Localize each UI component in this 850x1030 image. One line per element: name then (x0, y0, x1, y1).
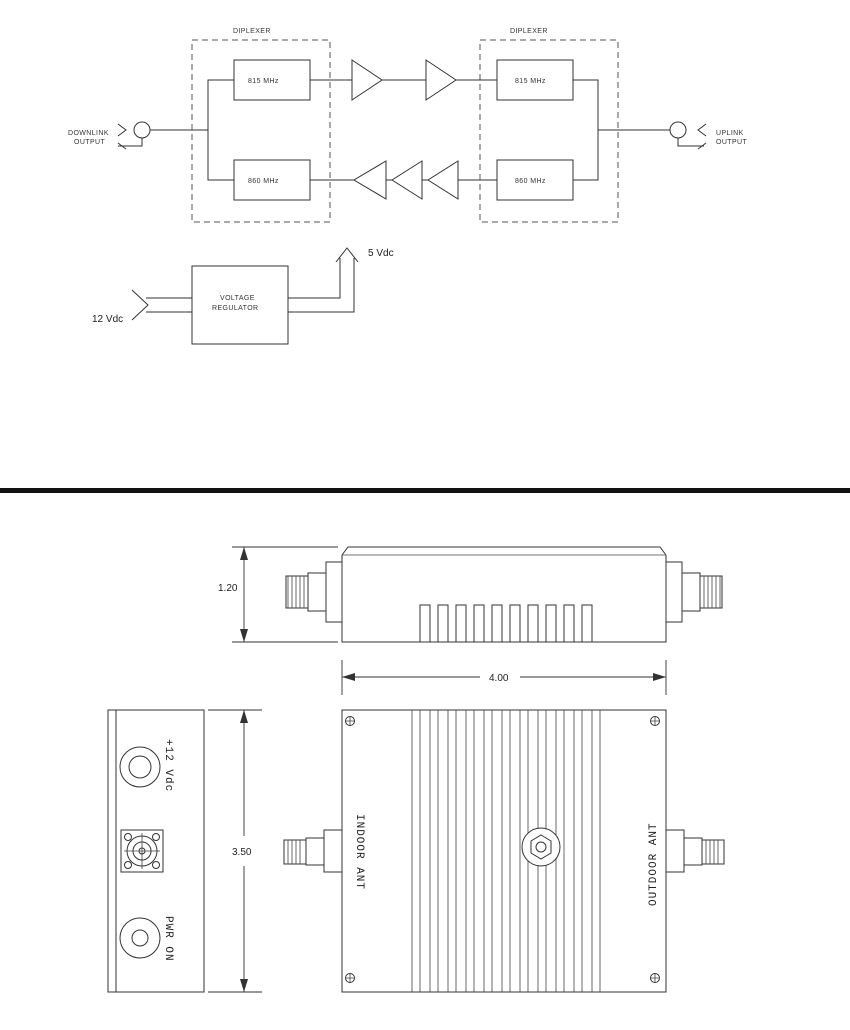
section-divider (0, 488, 850, 493)
output-arrow-icon (336, 248, 358, 262)
voltage-regulator: VOLTAGE REGULATOR 12 Vdc 5 Vdc (92, 248, 394, 344)
amplifier-triangle (392, 161, 422, 199)
diplexer-left-outline (192, 40, 330, 222)
amplifier-triangle (426, 60, 456, 100)
amplifier-triangle (354, 161, 386, 199)
connector-flange (666, 830, 684, 872)
connector-threads (288, 840, 300, 864)
side-view-top-edge (342, 547, 666, 555)
ground-lead (118, 138, 142, 146)
outdoor-ant-connector (666, 830, 724, 872)
indoor-ant-connector (284, 830, 342, 872)
top-view: INDOOR ANT OUTDOOR ANT (284, 710, 724, 992)
connector-threads (288, 576, 304, 608)
mounting-screw-icon (345, 973, 355, 983)
filter-815-right-label: 815 MHz (515, 78, 546, 85)
connector-hex-nut (306, 838, 324, 865)
input-arrow-icon (132, 290, 148, 320)
width-dimension: 3.50 (208, 710, 262, 992)
downlink-connector: DOWNLINK OUTPUT (68, 122, 208, 149)
amplifier-triangle (352, 60, 382, 100)
power-jack-label: +12 Vdc (162, 739, 174, 792)
side-view-body (342, 555, 666, 642)
connector-body (286, 576, 308, 608)
connector-chevron-icon (118, 124, 126, 136)
connector-body (700, 576, 722, 608)
coax-connector-icon (670, 122, 686, 138)
filter-815-left-label: 815 MHz (248, 78, 279, 85)
connector-flange (326, 562, 342, 622)
power-jack-icon (120, 747, 160, 787)
side-view: 1.20 (218, 547, 722, 642)
height-dimension: 1.20 (218, 547, 338, 642)
length-dimension: 4.00 (342, 660, 666, 695)
top-view-body (342, 710, 666, 992)
extension-lines (232, 547, 338, 642)
length-dimension-label: 4.00 (489, 673, 509, 684)
output-voltage-label: 5 Vdc (368, 248, 394, 259)
amplifier-triangle (428, 161, 458, 199)
diplexer-right: DIPLEXER 815 MHz 860 MHz (480, 28, 618, 222)
diplexer-left: DIPLEXER 815 MHz 860 MHz (192, 28, 330, 222)
connector-body (284, 840, 306, 864)
mounting-screw-icon (345, 716, 355, 726)
input-bus-lines (146, 298, 192, 312)
outdoor-ant-label: OUTDOOR ANT (648, 822, 660, 906)
mounting-screw-icon (650, 716, 660, 726)
coax-connector-icon (134, 122, 150, 138)
end-panel-view: +12 Vdc PWR ON 3.50 (108, 710, 262, 992)
mounting-screw-icon (650, 973, 660, 983)
power-led-icon (120, 918, 160, 958)
indoor-ant-label: INDOOR ANT (353, 814, 365, 890)
connector-hex-nut (682, 573, 700, 611)
diplexer-right-label: DIPLEXER (510, 28, 548, 35)
downlink-label: DOWNLINK (68, 130, 109, 137)
heatsink-fin-lines (412, 710, 600, 992)
ground-lead (678, 138, 704, 146)
connector-chevron-icon (698, 124, 706, 136)
diplexer-right-common-line (573, 80, 598, 180)
connector-threads (704, 576, 720, 608)
connector-hex-nut (684, 838, 702, 865)
diplexer-left-common-line (208, 80, 234, 180)
diplexer-left-label: DIPLEXER (233, 28, 271, 35)
connector-hex-nut (308, 573, 326, 611)
heatsink-fins (420, 605, 592, 642)
uplink-output-label: OUTPUT (716, 139, 748, 146)
input-voltage-label: 12 Vdc (92, 314, 123, 325)
connector-flange (666, 562, 682, 622)
connector-flange (324, 830, 342, 872)
uplink-label: UPLINK (716, 130, 744, 137)
regulator-label-voltage: VOLTAGE (220, 295, 255, 302)
connector-threads (706, 840, 718, 864)
n-type-connector-icon (121, 830, 163, 872)
uplink-connector: UPLINK OUTPUT (598, 122, 748, 149)
height-dimension-label: 1.20 (218, 583, 238, 594)
filter-860-right-label: 860 MHz (515, 178, 546, 185)
connector-body (702, 840, 724, 864)
downlink-output-label: OUTPUT (74, 139, 105, 146)
downlink-amplifier-chain (310, 161, 497, 199)
block-diagram: DIPLEXER 815 MHz 860 MHz DIPLEXER 815 MH… (68, 28, 748, 344)
regulator-label-regulator: REGULATOR (212, 305, 259, 312)
output-bus-lines (288, 258, 354, 312)
diplexer-right-outline (480, 40, 618, 222)
side-right-sma-connector (666, 562, 722, 622)
center-hex-nut-icon (522, 828, 560, 866)
side-left-sma-connector (286, 562, 342, 622)
mechanical-drawing: 1.20 4.00 (108, 547, 724, 992)
uplink-amplifier-chain (310, 60, 497, 100)
filter-860-left-label: 860 MHz (248, 178, 279, 185)
power-led-label: PWR ON (162, 916, 174, 962)
width-dimension-label: 3.50 (232, 847, 252, 858)
